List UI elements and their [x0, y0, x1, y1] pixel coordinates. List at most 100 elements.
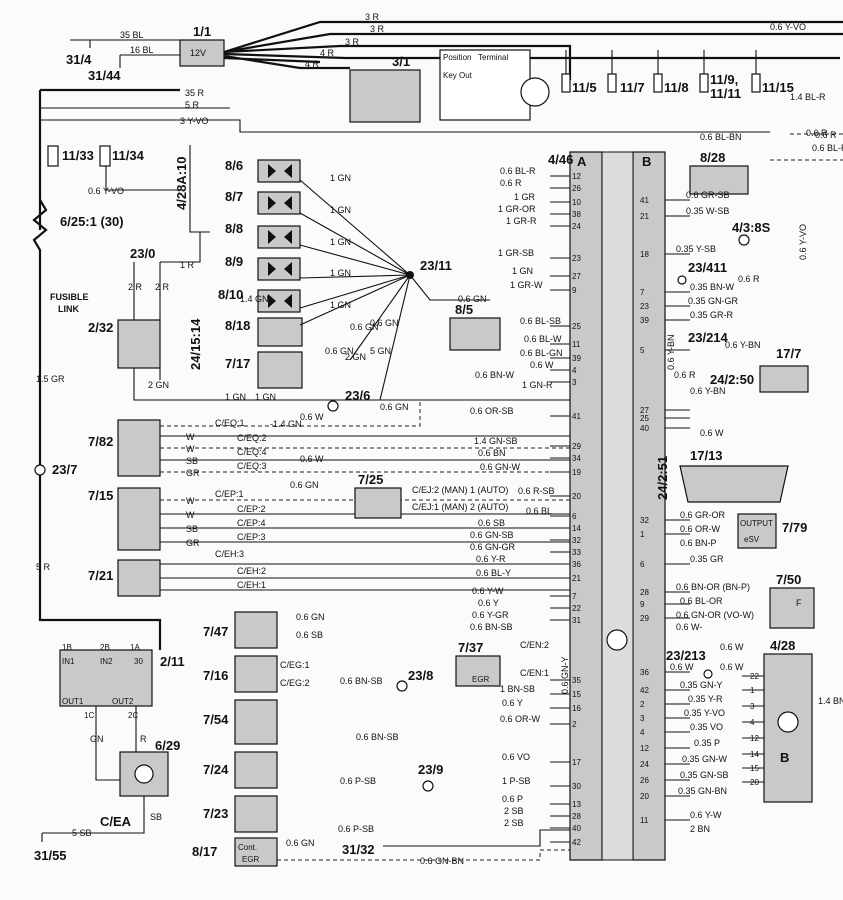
relay-pin-1a: 1A [130, 643, 140, 652]
splice-23-213 [703, 669, 713, 679]
wire-label: 0.6 BL-R [500, 166, 536, 176]
wire-label: 0.35 BN-W [690, 282, 735, 292]
ecu-a-pin: 16 [572, 704, 581, 713]
ecu-a-pin: 3 [572, 378, 577, 387]
wire-label: 1 GR [514, 192, 536, 202]
wire-label: 0.35 GN-SB [680, 770, 729, 780]
wire-label: 1 GR-OR [498, 204, 536, 214]
ecu-a-pin: 4 [572, 366, 577, 375]
wire-label: 0.35 GN-W [682, 754, 728, 764]
sensor-7-23: 7/23 [203, 806, 228, 821]
wire-label: 0.6 Y-R [476, 554, 506, 564]
fuse-11-33: 11/33 [62, 148, 94, 163]
wire-35-bl: 35 BL [120, 30, 144, 40]
wire-label: 0.6 W [300, 454, 324, 464]
ground-31-44: 31/44 [88, 68, 121, 83]
splice-23-6-label: 23/6 [345, 388, 370, 403]
wire-label: 0.6 Y [502, 698, 523, 708]
wire-label: 0.6 Y [478, 598, 499, 608]
wire-label: 0.6 OR-SB [470, 406, 514, 416]
sensor-wire-color: W [186, 432, 195, 442]
wire-label: 0.6 BN-SB [340, 676, 383, 686]
ecu-b-pin: 20 [640, 792, 649, 801]
transistor-symbol [606, 629, 628, 651]
egr-text: EGR [242, 855, 260, 864]
relay-out2: OUT2 [112, 697, 134, 706]
wire-label: 0.6 BN-SB [356, 732, 399, 742]
ecu-b-pin: 25 [640, 414, 649, 423]
wire-label: 0.6 R [500, 178, 522, 188]
fuse-6-25-1: 6/25:1 (30) [60, 214, 124, 229]
wire-label: 0.6 BN-OR (BN-P) [676, 582, 750, 592]
wire-label: 0.35 VO [690, 722, 723, 732]
sensor-7-47-body [234, 611, 278, 649]
wire-r-fan: R [140, 734, 147, 744]
wire-1gn-89: 1 GN [330, 268, 351, 278]
wire-label: 0.6 GN [380, 402, 409, 412]
ecu-b-pin: 40 [640, 424, 649, 433]
valve-7-79-body [737, 513, 777, 549]
wire-label: 0.6 BL-BN [700, 132, 742, 142]
fan-6-29-body [119, 751, 169, 797]
relay-2-11-body [59, 649, 153, 707]
fuse-body [607, 73, 617, 93]
wire-label: 0.6 GN [296, 612, 325, 622]
ground-31-4: 31/4 [66, 52, 92, 67]
wire-06gn-85: 0.6 GN [458, 294, 487, 304]
sensor-7-54-body [234, 699, 278, 745]
battery-feed-wires [223, 20, 843, 80]
wire-06r-top: 0.6 R [815, 130, 837, 140]
conn-cep1: C/EP:1 [215, 489, 244, 499]
sensor-7-17-body [257, 351, 303, 389]
ecu-label: 4/46 [548, 152, 573, 167]
valve-7-37-egr: EGR [472, 675, 490, 684]
fuse-11-34-body [99, 145, 111, 167]
wire-1gn-86: 1 GN [330, 173, 351, 183]
relay-pin-30: 30 [134, 657, 143, 666]
wire-ground-31-4 [70, 39, 180, 56]
wire-5r: 5 R [185, 100, 200, 110]
relay-in2: IN2 [100, 657, 113, 666]
fuse-11-34: 11/34 [112, 148, 145, 163]
relay-in1: IN1 [62, 657, 75, 666]
wire-1gn-2: 1 GN [255, 392, 276, 402]
conn-4-28a-10: 4/28A:10 [174, 157, 189, 210]
wire-label: 0.6 Y-BN [725, 340, 761, 350]
wire-label: 0.6 GN-OR (VO-W) [676, 610, 754, 620]
ecu-b-pin: 12 [640, 744, 649, 753]
wire-label: 0.6 GR-OR [680, 510, 726, 520]
valve-8-28: 8/28 [700, 150, 725, 165]
ecu-a-pin: 11 [572, 340, 581, 349]
wire-2r-b: 2 R [155, 282, 170, 292]
splice-23-8-label: 23/8 [408, 668, 433, 683]
wire-label: 0.6 SB [296, 630, 323, 640]
injector-8-6: 8/6 [225, 158, 243, 173]
ecu-a-pin: 6 [572, 512, 577, 521]
wire-label: 0.6 W [530, 360, 554, 370]
splice-23-7-label: 23/7 [52, 462, 77, 477]
wire-label: 0.35 Y-R [688, 694, 723, 704]
module-4-28-pin: 14 [750, 750, 759, 759]
ecu-b-pin: 9 [640, 600, 645, 609]
wire-label: 0.6 Y-GR [472, 610, 509, 620]
ecu-a-pin: 30 [572, 782, 581, 791]
conn-ceq4: C/EQ:4 [237, 447, 267, 457]
ecu-a-pin: 7 [572, 592, 577, 601]
wire-label: 0.35 Y-VO [684, 708, 725, 718]
sensor-7-21: 7/21 [88, 568, 113, 583]
ecu-a-pin: 42 [572, 838, 581, 847]
ecu-a-pin: 14 [572, 524, 581, 533]
wire-label: 1.4 GN-SB [474, 436, 518, 446]
fan-6-29: 6/29 [155, 738, 180, 753]
injector-8-7: 8/7 [225, 189, 243, 204]
wire-5gn: 5 GN [370, 346, 391, 356]
sensor-7-25-body [354, 487, 402, 519]
wire-label: 0.6 BL-Y [476, 568, 511, 578]
valve-8-5: 8/5 [455, 302, 473, 317]
wire-label: 0.6 BN-SB [470, 622, 513, 632]
ecu-a-pin: 9 [572, 286, 577, 295]
ecu-a-pin: 24 [572, 222, 581, 231]
